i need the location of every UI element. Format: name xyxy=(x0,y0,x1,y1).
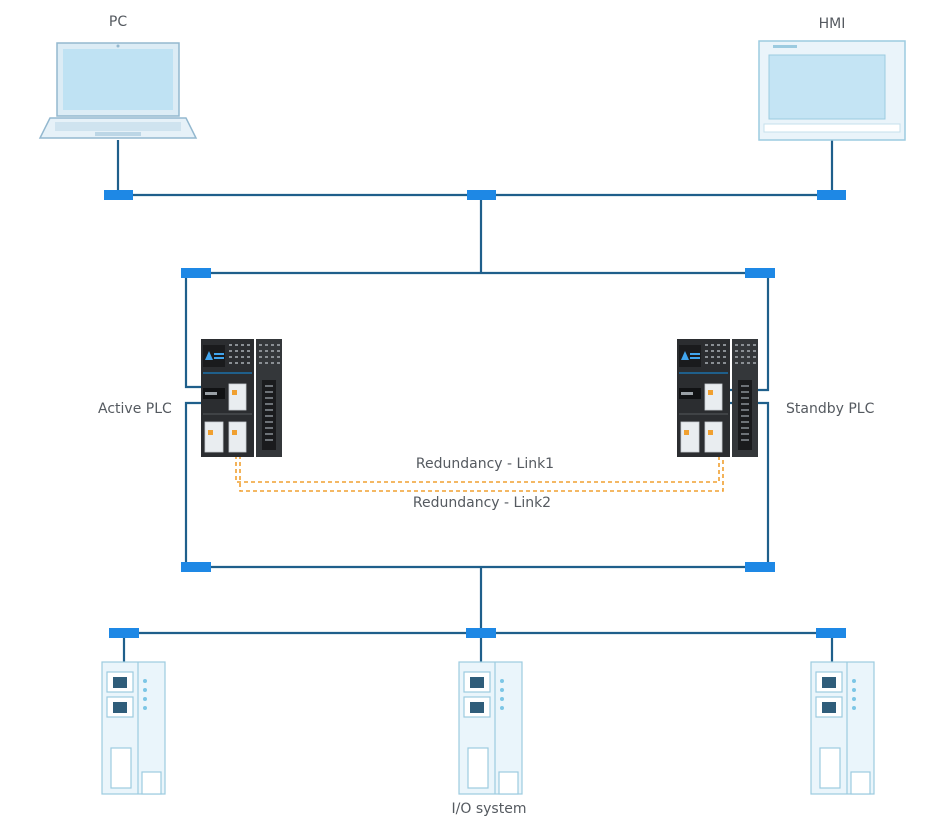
active-plc-icon xyxy=(201,339,282,457)
io-module-left-icon xyxy=(101,661,166,795)
switch-node-top-center xyxy=(467,190,496,200)
hmi-label: HMI xyxy=(818,16,846,32)
switch-node-plc-upper-left xyxy=(181,268,211,278)
switch-nodes xyxy=(104,190,846,638)
standby-plc-label: Standby PLC xyxy=(786,401,875,417)
standby-plc-upper-link xyxy=(712,273,770,392)
io-module-right-icon xyxy=(810,661,875,795)
redundancy-link2-line xyxy=(239,455,724,492)
switch-node-pc xyxy=(104,190,133,200)
laptop-icon xyxy=(38,42,198,139)
switch-node-io-left xyxy=(109,628,139,638)
switch-node-plc-lower-left xyxy=(181,562,211,572)
active-plc-lower-link xyxy=(184,401,201,567)
standby-plc-lower-link xyxy=(712,401,770,567)
active-plc-upper-link xyxy=(184,273,201,389)
switch-node-io-center xyxy=(466,628,496,638)
switch-node-io-right xyxy=(816,628,846,638)
redundancy-link1-line xyxy=(235,455,720,483)
io-module-center-icon xyxy=(458,661,523,795)
pc-label: PC xyxy=(108,14,128,30)
active-plc-label: Active PLC xyxy=(98,401,172,417)
io-system-label: I/O system xyxy=(451,801,527,817)
redundancy-link1-label: Redundancy - Link1 xyxy=(415,456,555,472)
switch-node-plc-upper-right xyxy=(745,268,775,278)
switch-node-plc-lower-right xyxy=(745,562,775,572)
hmi-panel-icon xyxy=(758,40,906,141)
redundancy-link2-label: Redundancy - Link2 xyxy=(412,495,552,511)
standby-plc-icon xyxy=(677,339,758,457)
redundancy-links xyxy=(235,455,724,492)
switch-node-hmi xyxy=(817,190,846,200)
